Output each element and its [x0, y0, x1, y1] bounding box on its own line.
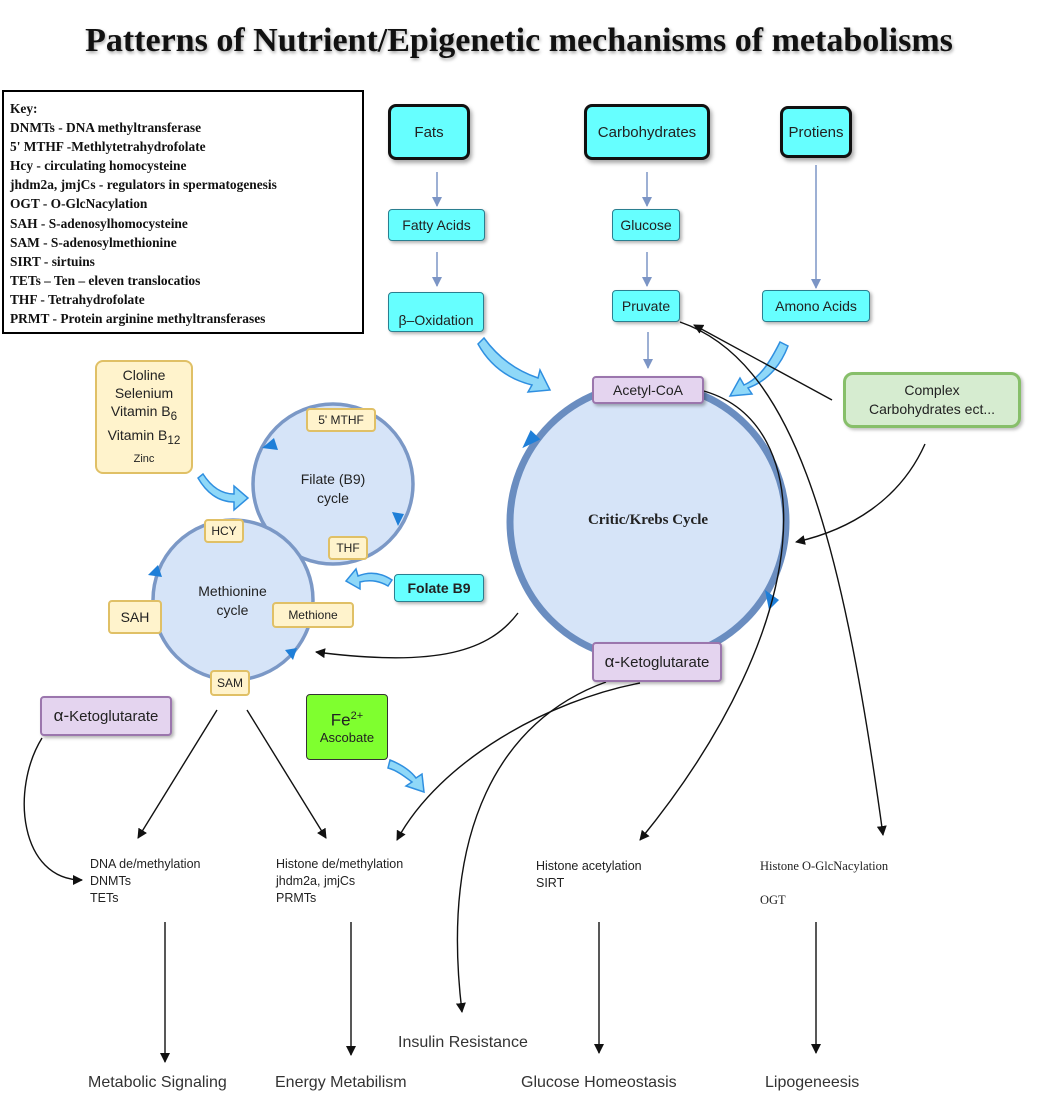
iron-symbol: Fe — [330, 710, 351, 730]
iron-ascorbate-node: Fe2+ Ascobate — [306, 694, 388, 760]
key-item: jhdm2a, jmjCs - regulators in spermatoge… — [10, 177, 277, 193]
key-item: 5' MTHF -Methlytetrahydrofolate — [10, 139, 206, 155]
cofactor-b12-text: Vitamin B — [107, 427, 168, 443]
mechanism-line: OGT — [760, 893, 786, 907]
metabolic-signaling-outcome: Metabolic Signaling — [88, 1074, 227, 1091]
lipogenesis-outcome: Lipogeneesis — [765, 1074, 860, 1091]
methionine-cycle-label-2: cycle — [216, 602, 249, 618]
proteins-node: Protiens — [780, 106, 852, 158]
acetyl-coa-node: Acetyl-CoA — [592, 376, 704, 404]
mechanism-line: PRMTs — [276, 891, 317, 905]
key-item: SAM - S-adenosylmethionine — [10, 234, 177, 250]
diagram-title: Patterns of Nutrient/Epigenetic mechanis… — [85, 22, 953, 59]
sam-node: SAM — [210, 670, 250, 696]
key-legend: Key: DNMTs - DNA methyltransferase 5' MT… — [2, 90, 364, 334]
methione-node: Methione — [272, 602, 354, 628]
ascorbate-label: Ascobate — [319, 730, 375, 746]
krebs-cycle-label: Critic/Krebs Cycle — [587, 512, 709, 528]
folate-b9-node: Folate B9 — [394, 574, 484, 602]
cofactor-b6-sub: 6 — [170, 410, 178, 423]
folate-cycle-label-1: Filate (B9) — [300, 471, 366, 487]
hcy-node: HCY — [204, 519, 244, 543]
cofactor-b6-text: Vitamin B — [110, 403, 171, 420]
folate-cycle-label-2: cycle — [317, 490, 349, 506]
pyruvate-node: Pruvate — [612, 290, 680, 322]
methionine-cycle-label-1: Methionine — [198, 583, 267, 599]
complex-line1: Complex — [904, 382, 960, 398]
folate-cycle-label: Filate (B9) cycle — [273, 470, 393, 508]
complex-line2: Carbohydrates ect... — [868, 401, 996, 417]
mthf-node: 5' MTHF — [306, 408, 376, 432]
mechanism-line: jhdm2a, jmjCs — [276, 874, 356, 888]
alpha-ketoglutarate-node: α-Ketoglutarate — [40, 696, 172, 736]
alpha-ketoglutarate-krebs-node: α-Ketoglutarate — [592, 642, 722, 682]
mechanism-line: Histone de/methylation — [276, 857, 404, 871]
iron-label: Fe2+ — [331, 707, 363, 730]
sah-node: SAH — [108, 600, 162, 634]
dna-methylation-group: DNA de/methylation DNMTs TETs — [90, 856, 200, 907]
energy-metabolism-outcome: Energy Metabilism — [275, 1074, 407, 1091]
cofactor-b6: Vitamin B6 — [111, 402, 177, 426]
histone-methylation-group: Histone de/methylation jhdm2a, jmjCs PRM… — [276, 856, 403, 907]
key-item: DNMTs - DNA methyltransferase — [10, 120, 202, 136]
amino-acids-node: Amono Acids — [762, 290, 870, 322]
complex-carbohydrates-node: Complex Carbohydrates ect... — [843, 372, 1021, 428]
cofactor-choline: Cloline — [122, 367, 166, 384]
key-item: THF - Tetrahydrofolate — [10, 291, 145, 307]
folate-cycle-circle — [251, 402, 415, 566]
keto-label: Ketoglutarate — [69, 707, 159, 725]
blue-curved-arrows — [197, 336, 789, 794]
mechanism-line: TETs — [90, 891, 119, 905]
mechanism-line: DNA de/methylation — [90, 857, 201, 871]
thf-node: THF — [328, 536, 368, 560]
mechanism-line: Histone acetylation — [536, 859, 642, 873]
cofactors-node: Cloline Selenium Vitamin B6 Vitamin B12 … — [95, 360, 193, 474]
beta-oxidation-node: β–Oxidation — [388, 292, 484, 332]
iron-charge: 2+ — [350, 709, 364, 722]
cofactor-zinc: Zinc — [133, 452, 155, 465]
insulin-resistance-outcome: Insulin Resistance — [398, 1034, 528, 1051]
methionine-cycle-label: Methionine cycle — [170, 582, 295, 620]
glucose-node: Glucose — [612, 209, 680, 241]
histone-acetylation-group: Histone acetylation SIRT — [536, 858, 642, 892]
cofactor-b12: Vitamin B12 — [108, 426, 181, 450]
carbohydrates-node: Carbohydrates — [584, 104, 710, 160]
key-item: SIRT - sirtuins — [10, 253, 95, 269]
keto-label: Ketoglutarate — [620, 653, 710, 671]
key-item: TETs – Ten – eleven translocatios — [10, 272, 201, 288]
alpha-symbol: α- — [53, 706, 70, 725]
cofactor-selenium: Selenium — [114, 385, 174, 402]
key-item: SAH - S-adenosylhomocysteine — [10, 215, 188, 231]
fatty-acids-node: Fatty Acids — [388, 209, 485, 241]
mechanism-line: DNMTs — [90, 874, 131, 888]
key-item: PRMT - Protein arginine methyltransferas… — [10, 311, 266, 327]
fats-node: Fats — [388, 104, 470, 160]
mechanism-line: Histone O-GlcNacylation — [760, 859, 889, 873]
alpha-symbol: α- — [604, 652, 621, 671]
cofactor-b12-sub: 12 — [167, 433, 181, 447]
glucose-homeostasis-outcome: Glucose Homeostasis — [521, 1074, 677, 1091]
mechanism-line: SIRT — [536, 876, 565, 890]
key-heading: Key: — [10, 101, 38, 116]
key-item: OGT - O-GlcNacylation — [10, 196, 148, 212]
glcnacylation-group: Histone O-GlcNacylation OGT — [760, 858, 888, 909]
key-item: Hcy - circulating homocysteine — [10, 158, 187, 174]
